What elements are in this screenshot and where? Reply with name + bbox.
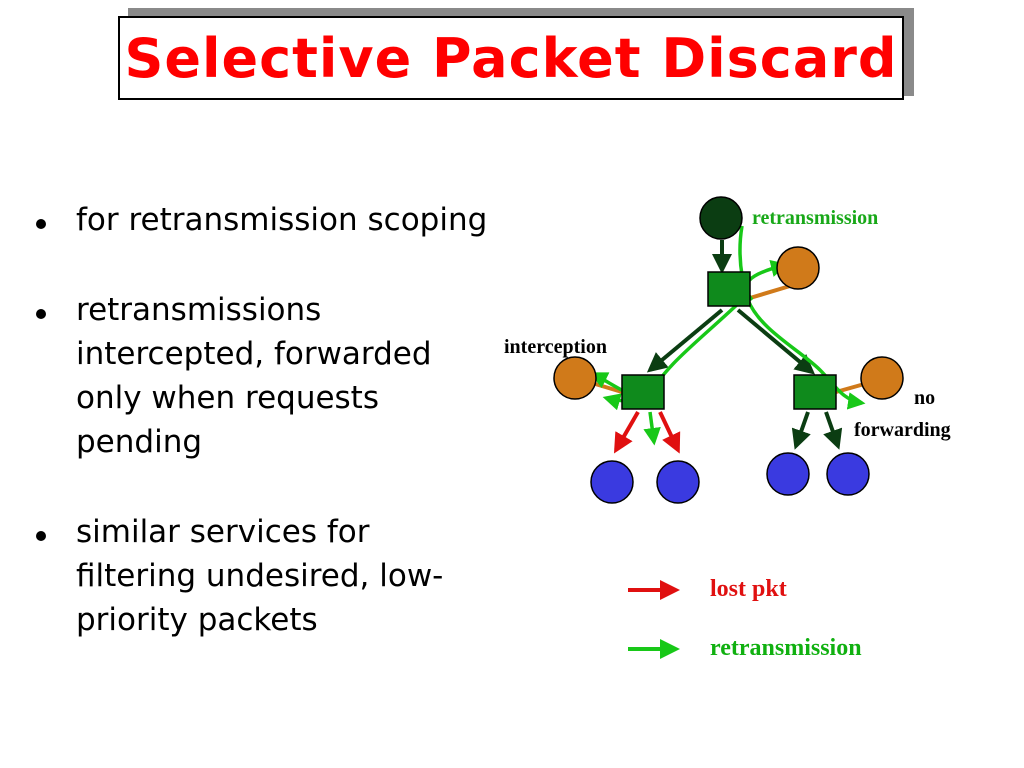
repair-node-top	[776, 246, 820, 290]
repair-node-right	[860, 356, 904, 400]
receiver-node	[826, 452, 870, 496]
label-retransmission-top: retransmission	[752, 207, 878, 229]
bullet-item: retransmissions intercepted, forwarded o…	[30, 288, 490, 464]
tree-arrow-right	[736, 308, 816, 375]
repair-link-top	[749, 284, 791, 300]
bullet-text: similar services for filtering undesired…	[76, 514, 444, 638]
receiver-node	[766, 452, 810, 496]
router-node-right	[793, 374, 837, 410]
router-node-left	[621, 374, 665, 410]
bullet-dot-icon	[36, 219, 46, 229]
tree-arrow-right-a	[791, 411, 811, 450]
bullet-dot-icon	[36, 531, 46, 541]
source-node	[699, 196, 743, 240]
bullet-dot-icon	[36, 309, 46, 319]
router-node-top	[707, 271, 751, 307]
slide-title: Selective Packet Discard	[124, 26, 898, 90]
legend-lost-label: lost pkt	[710, 576, 787, 602]
repair-node-left	[553, 356, 597, 400]
legend-retransmission-label: retransmission	[710, 635, 862, 661]
tree-arrow-left	[646, 308, 724, 373]
bullet-text: retransmissions intercepted, forwarded o…	[76, 292, 432, 460]
label-no: no	[914, 387, 935, 409]
lost-arrow-left-a	[613, 410, 640, 454]
bullet-item: similar services for filtering undesired…	[30, 510, 490, 642]
bullet-list: for retransmission scoping retransmissio…	[30, 198, 490, 688]
receiver-node	[656, 460, 700, 504]
lost-arrow-left-b	[658, 411, 681, 454]
bullet-text: for retransmission scoping	[76, 202, 488, 238]
tree-arrow-right-b	[823, 411, 843, 450]
title-box: Selective Packet Discard	[118, 16, 904, 100]
label-interception: interception	[504, 336, 607, 358]
retransmission-arrow-receiver	[643, 411, 661, 446]
bullet-item: for retransmission scoping	[30, 198, 490, 242]
retransmission-path-left	[589, 298, 744, 400]
receiver-node	[590, 460, 634, 504]
label-forwarding: forwarding	[854, 419, 951, 441]
